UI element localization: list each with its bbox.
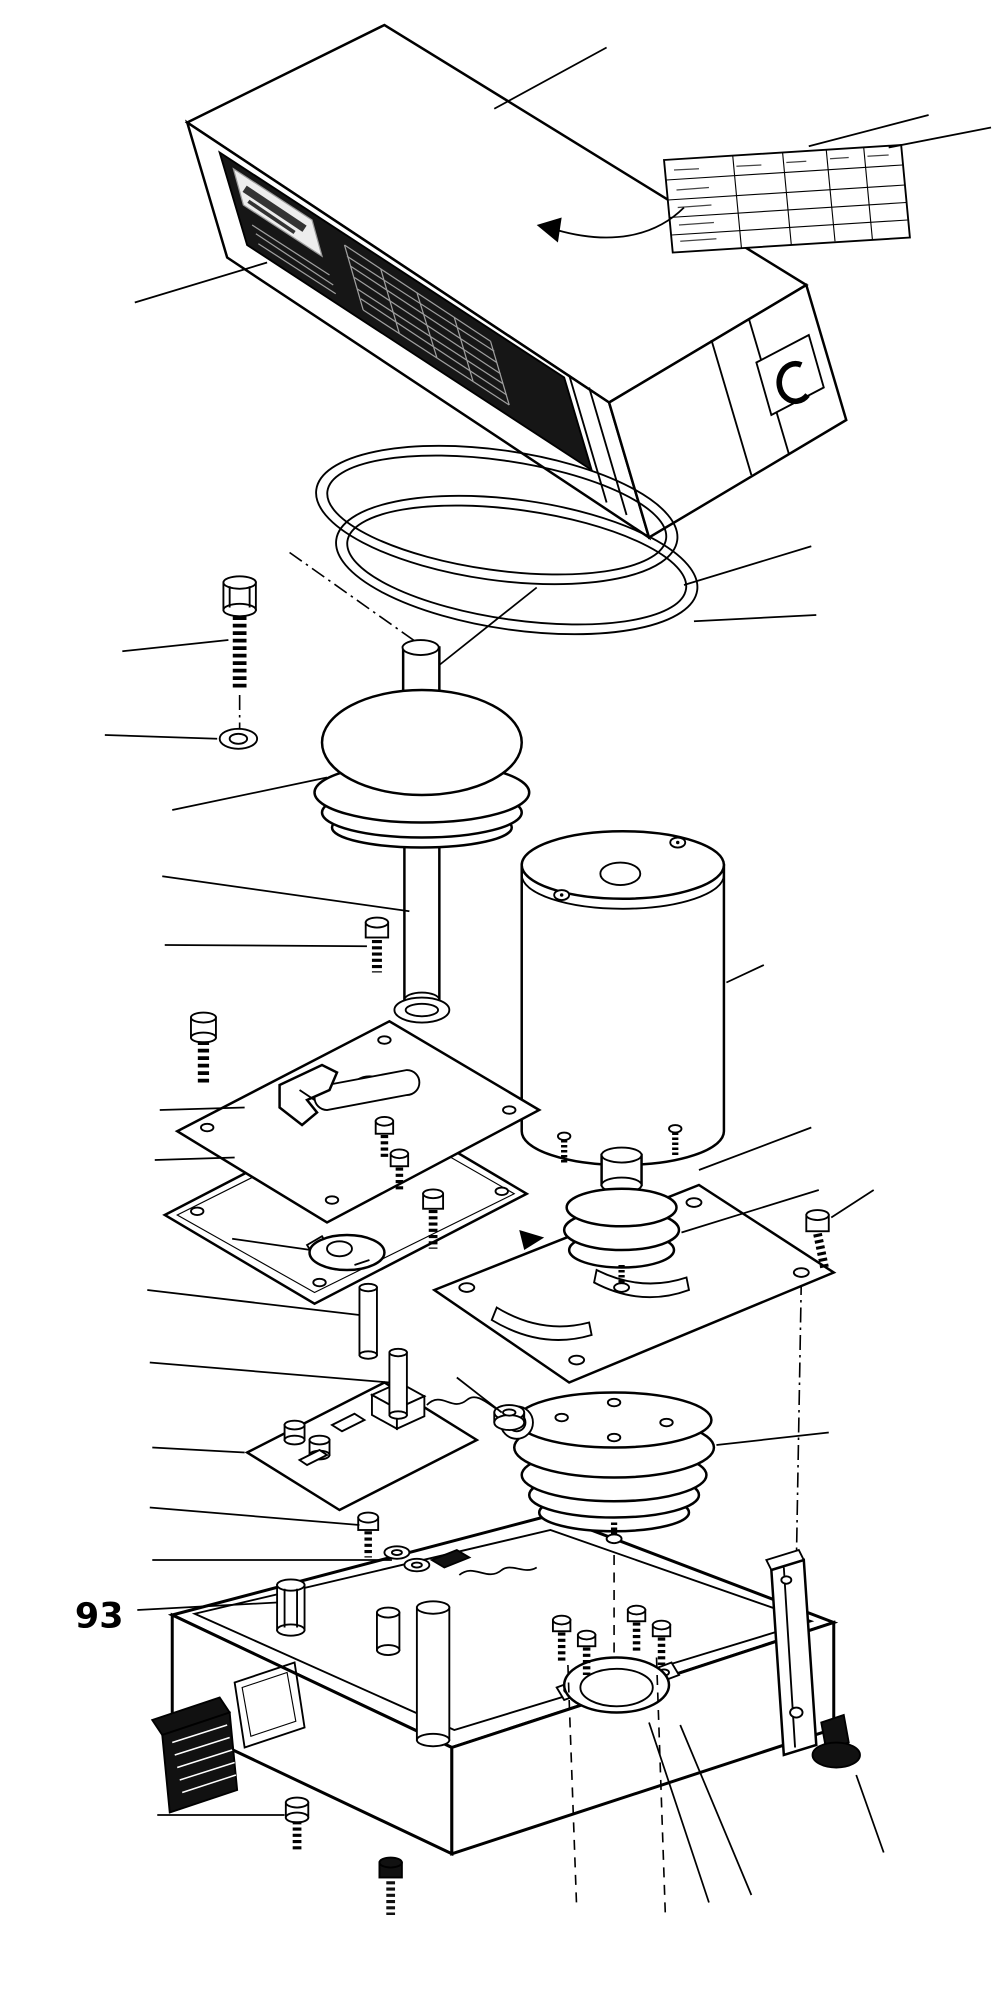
- left-face-cutout: [233, 1661, 306, 1749]
- lock-washer: [218, 727, 259, 750]
- callout-93-label: 93: [75, 1596, 124, 1636]
- insert-arrow: [519, 1230, 545, 1250]
- clamp-screws: [551, 1604, 672, 1675]
- motor: [520, 830, 726, 1167]
- circuit-board: [244, 1381, 503, 1512]
- board-screw: [357, 1511, 380, 1558]
- drive-belt: [315, 444, 699, 636]
- alignment-lines: [567, 1555, 667, 1913]
- cam-disc: [305, 1233, 386, 1272]
- pulley-assembly: [313, 639, 531, 1024]
- standoff-pins: [358, 1282, 408, 1420]
- mounting-plate: [422, 1183, 837, 1384]
- bearing-clamp: [555, 1656, 681, 1714]
- standoff-93: [276, 1578, 306, 1637]
- motor-shaft-hole: [599, 861, 642, 886]
- pulley-shaft: [403, 838, 441, 1002]
- latch-slot: [776, 360, 810, 404]
- base-screws: [284, 1796, 403, 1915]
- cap-screw: [222, 575, 257, 690]
- motor-coupling: [519, 1124, 683, 1293]
- set-screw: [364, 916, 390, 973]
- cover-plate: [174, 1019, 542, 1224]
- axis-centerlines: [238, 551, 803, 1566]
- plate-bolt: [190, 1011, 217, 1085]
- spacer-cylinder: [415, 1600, 451, 1748]
- pointer-arrow: [536, 206, 685, 243]
- spec-label: [662, 144, 911, 254]
- lock-nut: [493, 1404, 526, 1431]
- curved-slot-1: [490, 1306, 593, 1341]
- cover-assembly: [184, 23, 848, 541]
- rocker-switch: [150, 1696, 239, 1814]
- plate-screw-2: [389, 1148, 410, 1193]
- leader-lines: [104, 46, 992, 1903]
- standoff-inner: [376, 1606, 401, 1656]
- panel-text-lines: [251, 224, 510, 406]
- base-wire: [458, 1566, 538, 1576]
- wire-terminal: [429, 1548, 472, 1569]
- base-housing: [150, 1513, 861, 1857]
- plate-bolt-right: [805, 1209, 830, 1271]
- plate-screw-3: [422, 1188, 445, 1249]
- base-screw-bottom: [378, 1856, 403, 1915]
- pulley-dome: [320, 688, 523, 797]
- fasteners-misc: [357, 1404, 526, 1573]
- callout-93: 93: [75, 1596, 278, 1637]
- clutch-assembly: [499, 1391, 716, 1545]
- corner-bracket: [765, 1548, 818, 1757]
- plate-screw-1: [374, 1115, 395, 1160]
- board-washers: [383, 1545, 431, 1573]
- base-screw-left: [284, 1796, 310, 1853]
- rubber-foot: [811, 1713, 861, 1769]
